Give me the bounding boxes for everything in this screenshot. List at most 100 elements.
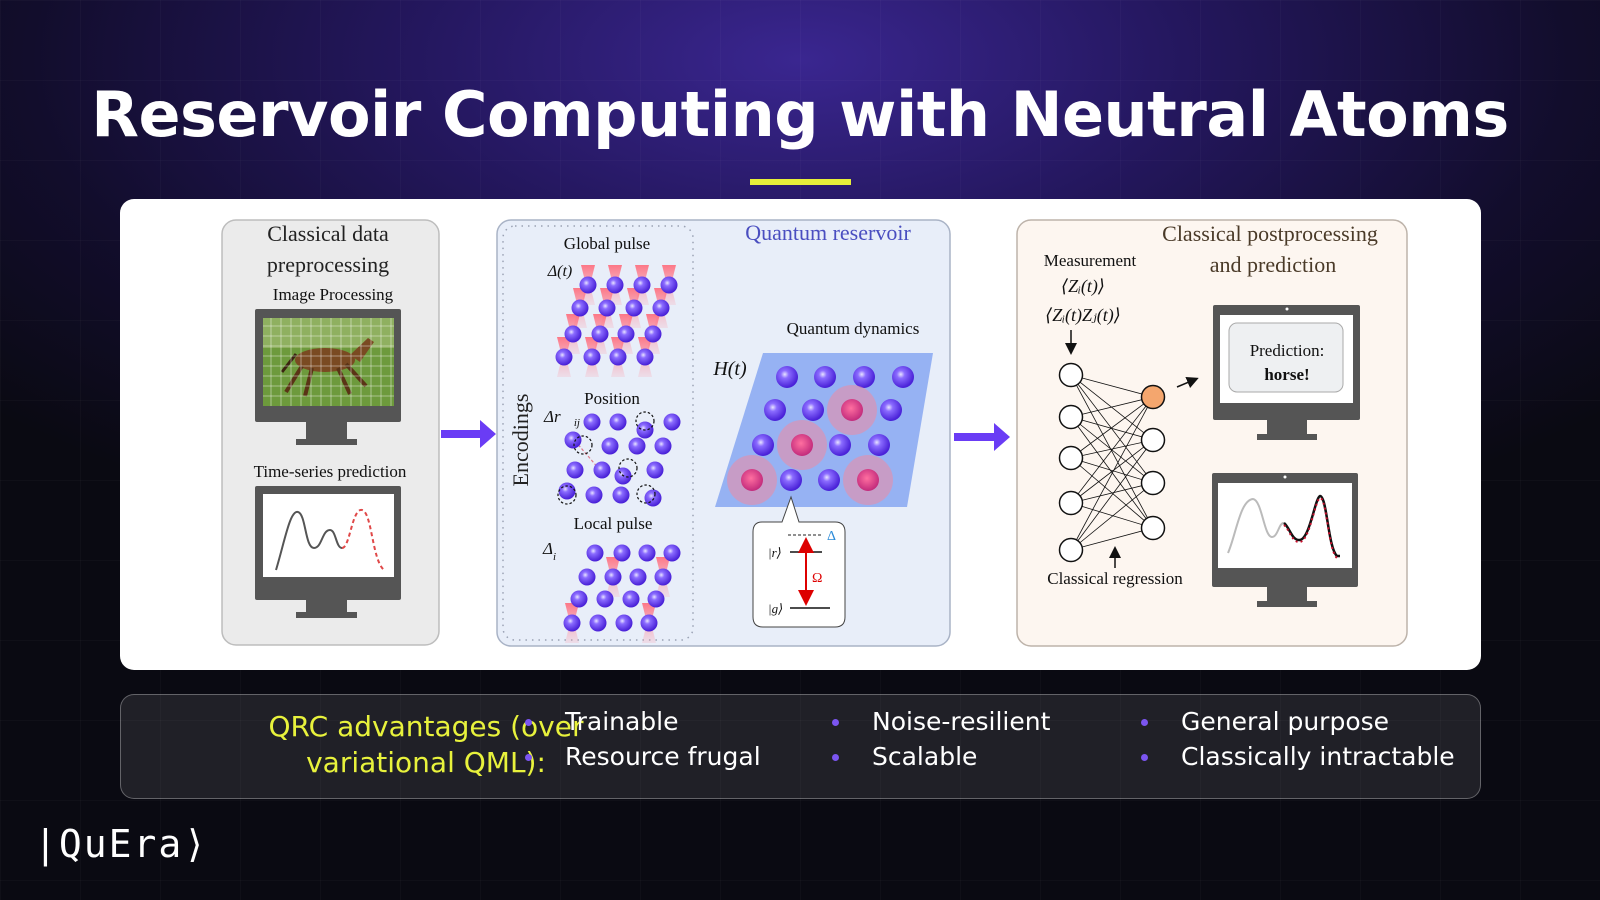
atom xyxy=(612,486,630,504)
preprocessing-title-1: Classical data xyxy=(267,221,389,246)
vacancy-marker xyxy=(618,458,638,478)
atom xyxy=(764,399,786,421)
atom xyxy=(566,461,584,479)
atom xyxy=(802,399,824,421)
advantage-item: General purpose xyxy=(1141,707,1390,736)
atom xyxy=(647,590,665,608)
atom xyxy=(585,486,603,504)
regression-label: Classical regression xyxy=(1047,569,1183,588)
monitor-image-icon xyxy=(255,309,401,445)
atom xyxy=(596,590,614,608)
atom xyxy=(660,276,678,294)
preprocessing-title-2: preprocessing xyxy=(267,252,389,277)
atom xyxy=(663,544,681,562)
nn-connection xyxy=(1070,439,1154,551)
nn-connection xyxy=(1070,396,1154,459)
advantages-bar: QRC advantages (over variational QML): T… xyxy=(120,694,1481,799)
postprocessing-title-2: and prediction xyxy=(1210,252,1336,277)
bullet-icon xyxy=(525,754,532,761)
excited-atom xyxy=(791,434,813,456)
atom xyxy=(563,614,581,632)
atom xyxy=(880,399,902,421)
position-symbol: Δr⃗ij xyxy=(543,407,580,429)
encodings-label: Encodings xyxy=(508,394,533,487)
output-node xyxy=(1140,515,1166,541)
advantage-label: General purpose xyxy=(1181,707,1390,736)
advantages-title-line1: QRC advantages (over xyxy=(268,710,584,743)
nn-connection xyxy=(1070,457,1154,484)
atom xyxy=(617,325,635,343)
atom xyxy=(571,299,589,317)
local-pulse-label: Local pulse xyxy=(574,514,653,533)
atom xyxy=(654,568,672,586)
flow-arrow-2 xyxy=(954,423,1010,451)
postprocessing-title-1: Classical postprocessing xyxy=(1162,221,1378,246)
atom xyxy=(583,348,601,366)
atom xyxy=(606,276,624,294)
advantage-label: Trainable xyxy=(565,707,679,736)
advantage-item: Scalable xyxy=(832,742,978,771)
atom xyxy=(589,614,607,632)
bullet-icon xyxy=(525,719,532,726)
measurement-label: Measurement xyxy=(1044,251,1137,270)
atom xyxy=(654,437,672,455)
atom xyxy=(829,434,851,456)
prediction-value: horse! xyxy=(1264,365,1309,384)
advantages-title-line2: variational QML): xyxy=(306,746,546,779)
atom xyxy=(558,482,576,500)
vacancy-marker xyxy=(557,485,577,505)
postprocessing-panel: Classical postprocessing and prediction … xyxy=(1016,219,1408,647)
nn-connection xyxy=(1070,374,1154,441)
nn-connection xyxy=(1070,439,1154,504)
nn-connection xyxy=(1070,416,1154,529)
advantage-label: Classically intractable xyxy=(1181,742,1455,771)
atom xyxy=(598,299,616,317)
input-node xyxy=(1058,362,1084,388)
atom xyxy=(629,568,647,586)
output-node xyxy=(1140,470,1166,496)
vacancy-marker xyxy=(573,435,593,455)
atom xyxy=(853,366,875,388)
atom xyxy=(579,276,597,294)
observable-2: ⟨Zᵢ(t)Zⱼ(t)⟩ xyxy=(1045,305,1121,326)
global-pulse-label: Global pulse xyxy=(564,234,650,253)
advantage-label: Noise-resilient xyxy=(872,707,1051,736)
energy-level-callout: Δ |r⟩ |g⟩ Ω xyxy=(752,495,846,628)
image-processing-label: Image Processing xyxy=(273,285,394,304)
atom xyxy=(663,413,681,431)
atom xyxy=(555,348,573,366)
input-node xyxy=(1058,490,1084,516)
position-label: Position xyxy=(584,389,640,408)
neural-network xyxy=(1058,362,1166,563)
atom xyxy=(892,366,914,388)
atom xyxy=(609,413,627,431)
bullet-icon xyxy=(832,754,839,761)
quantum-reservoir-panel: Quantum reservoir Encodings Global pulse… xyxy=(496,219,951,647)
monitor-forecast-icon xyxy=(1212,473,1358,607)
atom xyxy=(609,348,627,366)
prediction-label: Prediction: xyxy=(1250,341,1325,360)
atom xyxy=(636,348,654,366)
nn-connection xyxy=(1070,396,1154,551)
output-node xyxy=(1140,427,1166,453)
advantage-label: Scalable xyxy=(872,742,978,771)
observable-1: ⟨Zᵢ(t)⟩ xyxy=(1061,276,1105,297)
input-node xyxy=(1058,445,1084,471)
atom xyxy=(591,325,609,343)
atom xyxy=(628,437,646,455)
nn-connection xyxy=(1070,374,1154,529)
quantum-dynamics-label: Quantum dynamics xyxy=(787,319,920,338)
atom xyxy=(601,437,619,455)
ground-state-label: |g⟩ xyxy=(768,601,783,616)
monitor-timeseries-icon xyxy=(255,486,401,618)
detuning-symbol: Δ xyxy=(827,529,836,544)
nn-connection xyxy=(1070,482,1154,551)
atom xyxy=(644,489,662,507)
atom xyxy=(625,299,643,317)
atom xyxy=(615,614,633,632)
atom xyxy=(752,434,774,456)
atom xyxy=(652,299,670,317)
advantage-item: Trainable xyxy=(525,707,679,736)
atom xyxy=(564,325,582,343)
